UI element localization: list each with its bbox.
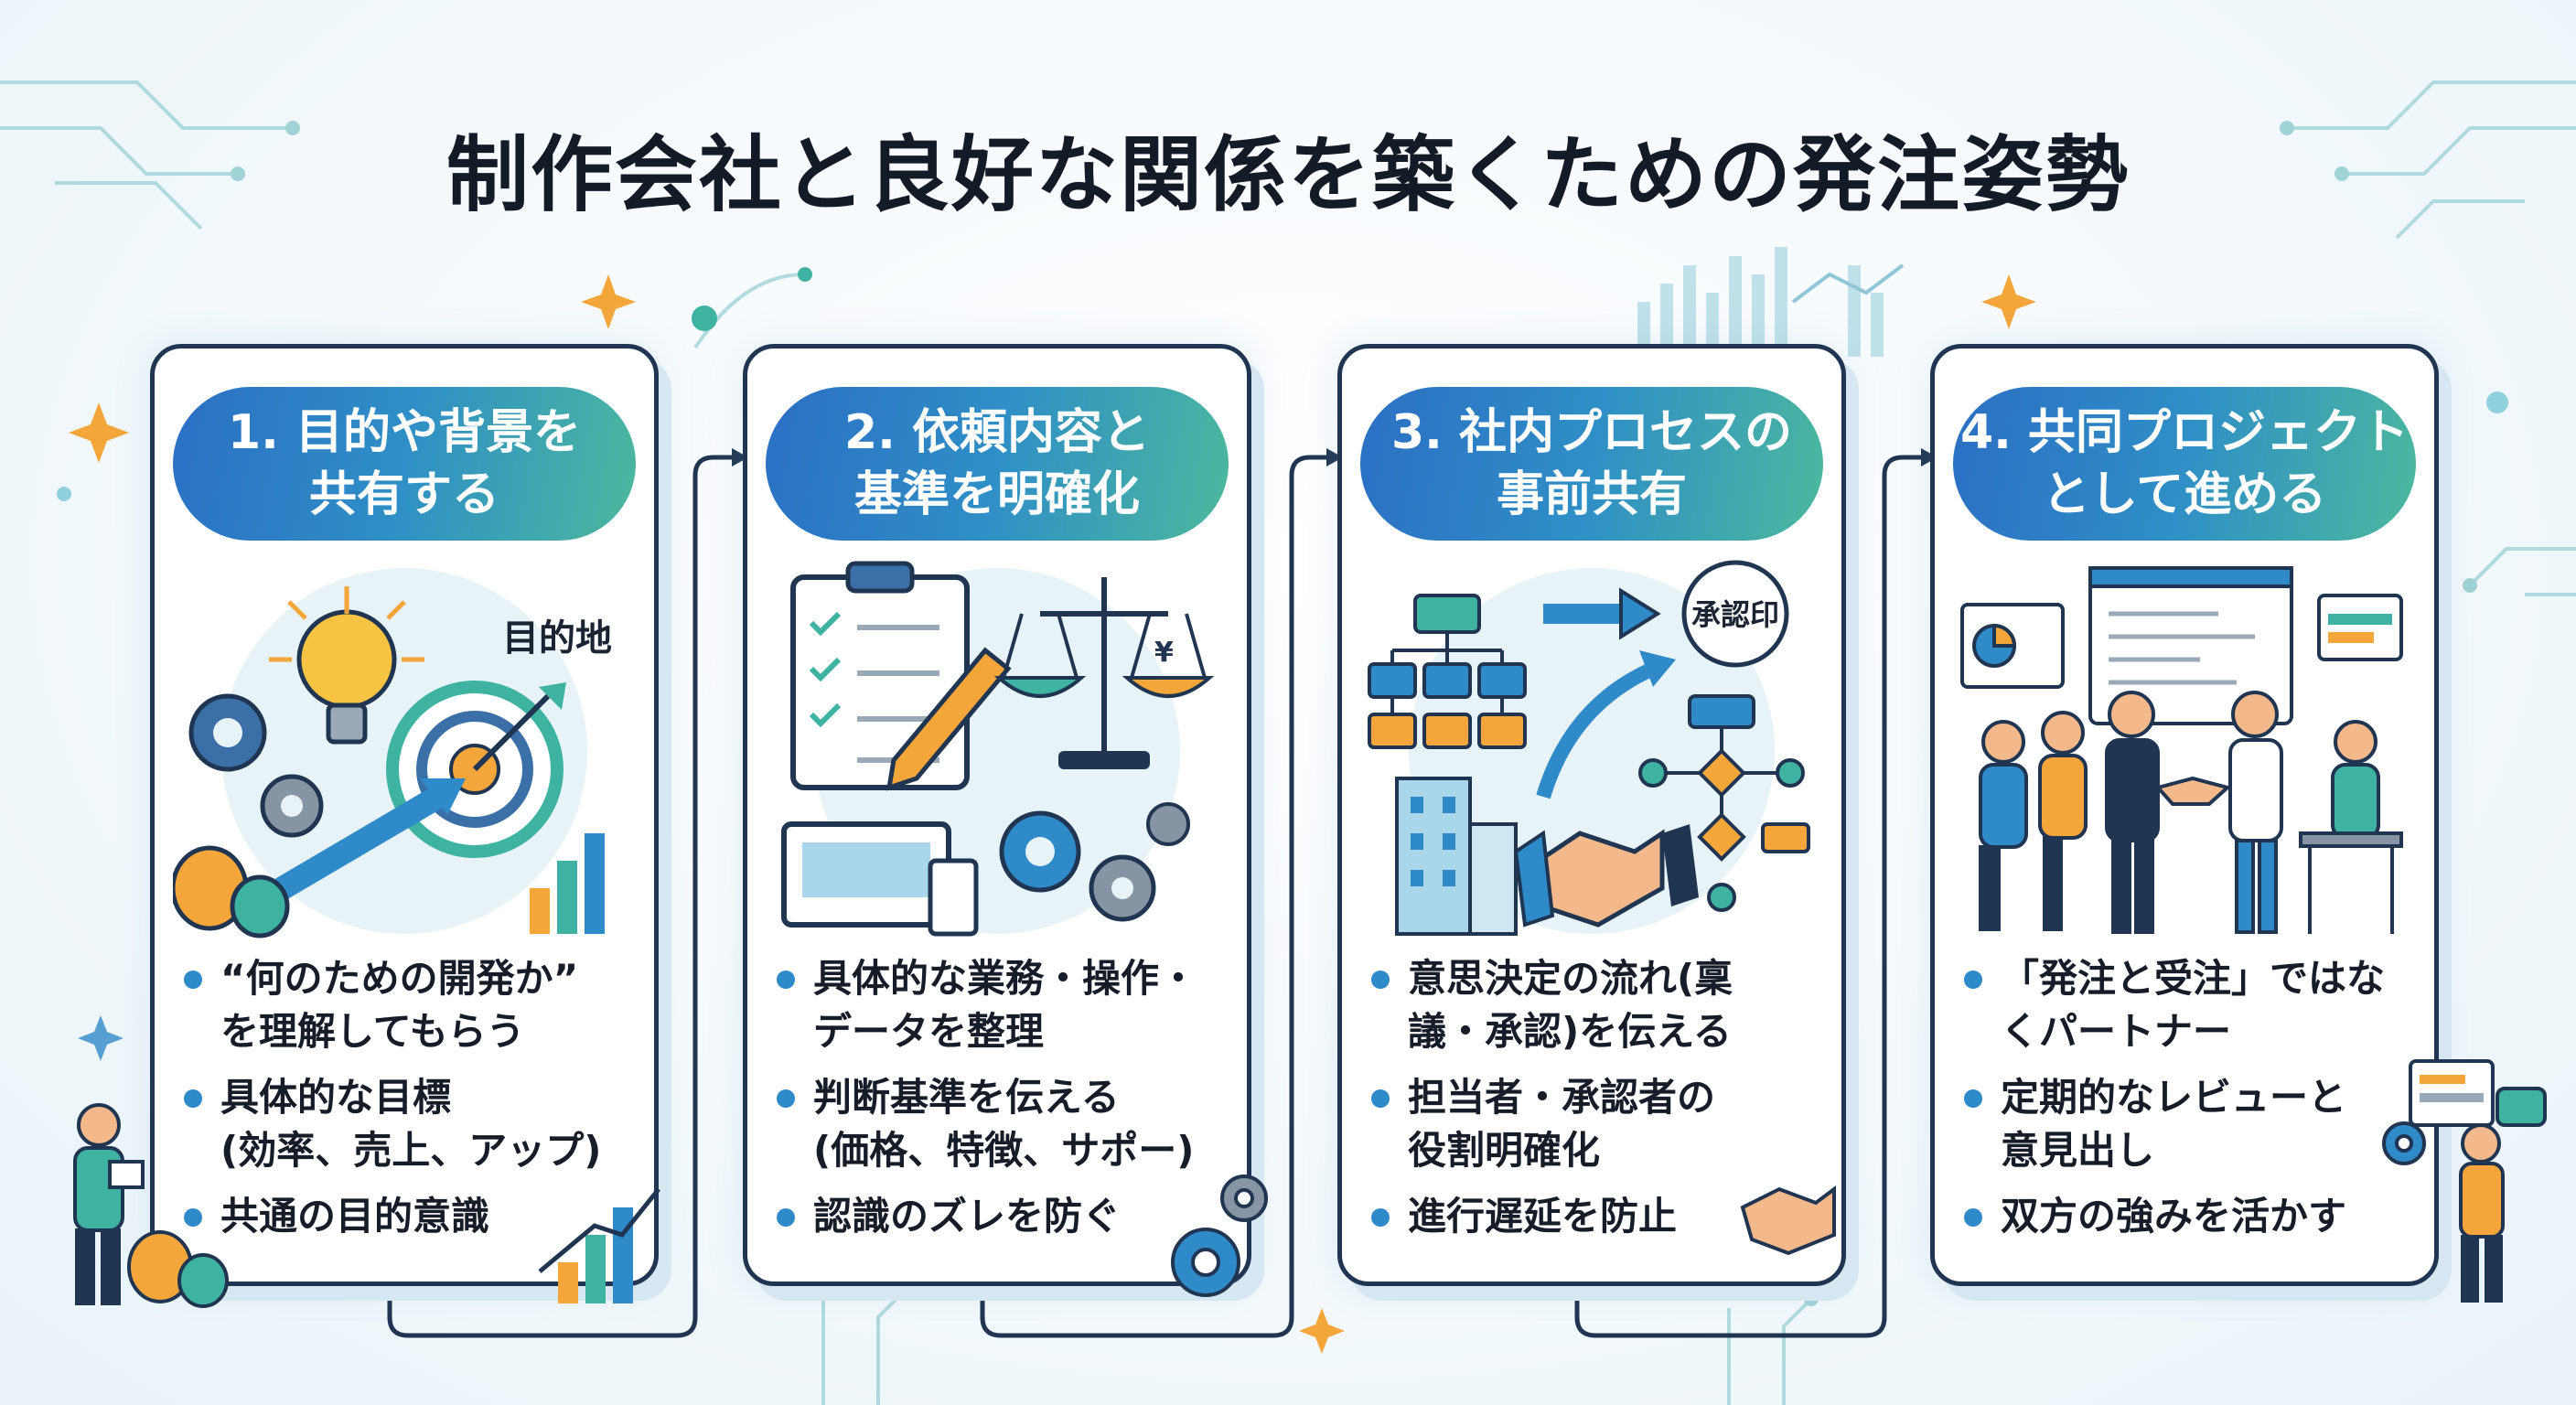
list-item: 双方の強みを活かす: [1957, 1190, 2425, 1243]
step-card-3: 3. 社内プロセスの 事前共有 承認印: [1337, 344, 1846, 1286]
step-card-2-bullets: 具体的な業務・操作・データを整理 判断基準を伝える(価格、特徴、サポー) 認識の…: [769, 952, 1238, 1256]
handshake-icon: [1513, 824, 1699, 928]
presenter-person-icon: [2409, 1059, 2547, 1303]
money-bag-icon: [173, 845, 290, 938]
step-card-2-heading-line-2: 基準を明確化: [853, 467, 1140, 522]
bar-chart-icon: [538, 1187, 660, 1303]
step-card-4-header: 4. 共同プロジェクト として進める: [1953, 387, 2416, 541]
flowchart-icon: [1638, 694, 1810, 912]
page-title: 制作会社と良好な関係を築くための発注姿勢: [446, 127, 2130, 223]
team-people-icon: [1979, 691, 2380, 934]
list-item: 定期的なレビューと意見出し: [1957, 1071, 2425, 1177]
stamp-icon: 承認印: [1681, 560, 1789, 668]
list-item: 共通の目的意識: [177, 1190, 645, 1243]
illustration-label-destination: 目的地: [502, 617, 612, 660]
step-card-1-header: 1. 目的や背景を 共有する: [173, 387, 636, 541]
gear-icon: [188, 693, 324, 838]
list-item: 具体的な業務・操作・データを整理: [769, 952, 1238, 1058]
step-card-1: 1. 目的や背景を 共有する 目的地: [150, 344, 659, 1286]
step-card-3-heading-line-1: 3. 社内プロセスの: [1390, 405, 1793, 460]
list-item: 意思決定の流れ(稟議・承認)を伝える: [1364, 952, 1832, 1058]
monitor-icon: [781, 821, 979, 937]
step-card-4: 4. 共同プロジェクト として進める: [1930, 344, 2439, 1286]
money-bag-icon: [127, 1230, 229, 1308]
step-card-4-illustration: [1960, 566, 2403, 934]
step-card-2-illustration: ¥: [781, 561, 1215, 937]
step-card-2: 2. 依頼内容と 基準を明確化 ¥: [743, 344, 1251, 1286]
step-card-4-heading-line-2: として進める: [2042, 467, 2327, 522]
handshake-icon: [2154, 776, 2232, 806]
presenter-person-icon: [73, 1103, 145, 1305]
list-item: 認識のズレを防ぐ: [769, 1190, 1238, 1243]
step-card-4-heading-line-1: 4. 共同プロジェクト: [1959, 405, 2410, 460]
lightbulb-icon: [269, 586, 424, 745]
gear-icon: [1171, 1121, 2426, 1297]
step-card-3-illustration: 承認印: [1368, 560, 1810, 936]
list-item: 具体的な目標(効率、売上、アップ): [177, 1071, 645, 1177]
laptop-icon: [2299, 831, 2403, 934]
handshake-icon: [1740, 1185, 1836, 1256]
step-card-2-header: 2. 依頼内容と 基準を明確化: [766, 387, 1229, 541]
step-card-3-bullets: 意思決定の流れ(稟議・承認)を伝える 担当者・承認者の役割明確化 進行遅延を防止: [1364, 952, 1832, 1256]
arrow-icon: [1543, 587, 1661, 640]
list-item: 判断基準を伝える(価格、特徴、サポー): [769, 1071, 1238, 1177]
gear-icon: [999, 802, 1190, 922]
list-item: 進行遅延を防止: [1364, 1190, 1832, 1243]
step-card-4-bullets: 「発注と受注」ではなくパートナー 定期的なレビューと意見出し 双方の強みを活かす: [1957, 952, 2425, 1256]
step-card-1-heading-line-1: 1. 目的や背景を: [227, 405, 582, 460]
step-card-2-heading-line-1: 2. 依頼内容と: [843, 405, 1151, 460]
list-item: “何のための開発か”を理解してもらう: [177, 952, 645, 1058]
step-card-1-heading-line-2: 共有する: [308, 467, 499, 522]
step-card-3-heading-line-2: 事前共有: [1496, 467, 1687, 522]
pencil-icon: [886, 647, 1012, 791]
step-card-1-bullets: “何のための開発か”を理解してもらう 具体的な目標(効率、売上、アップ) 共通の…: [177, 952, 645, 1256]
list-item: 担当者・承認者の役割明確化: [1364, 1071, 1832, 1177]
scale-yen-label: ¥: [1154, 637, 1174, 669]
step-card-3-header: 3. 社内プロセスの 事前共有: [1360, 387, 1823, 541]
list-item: 「発注と受注」ではなくパートナー: [1957, 952, 2425, 1058]
scale-icon: ¥: [993, 577, 1215, 769]
org-chart-icon: [1368, 594, 1527, 749]
dashboard-icon: [1960, 566, 2403, 725]
stamp-label: 承認印: [1691, 597, 1779, 632]
bar-chart-icon: [530, 833, 605, 934]
building-icon: [1395, 777, 1518, 936]
step-card-1-illustration: 目的地: [173, 568, 612, 938]
